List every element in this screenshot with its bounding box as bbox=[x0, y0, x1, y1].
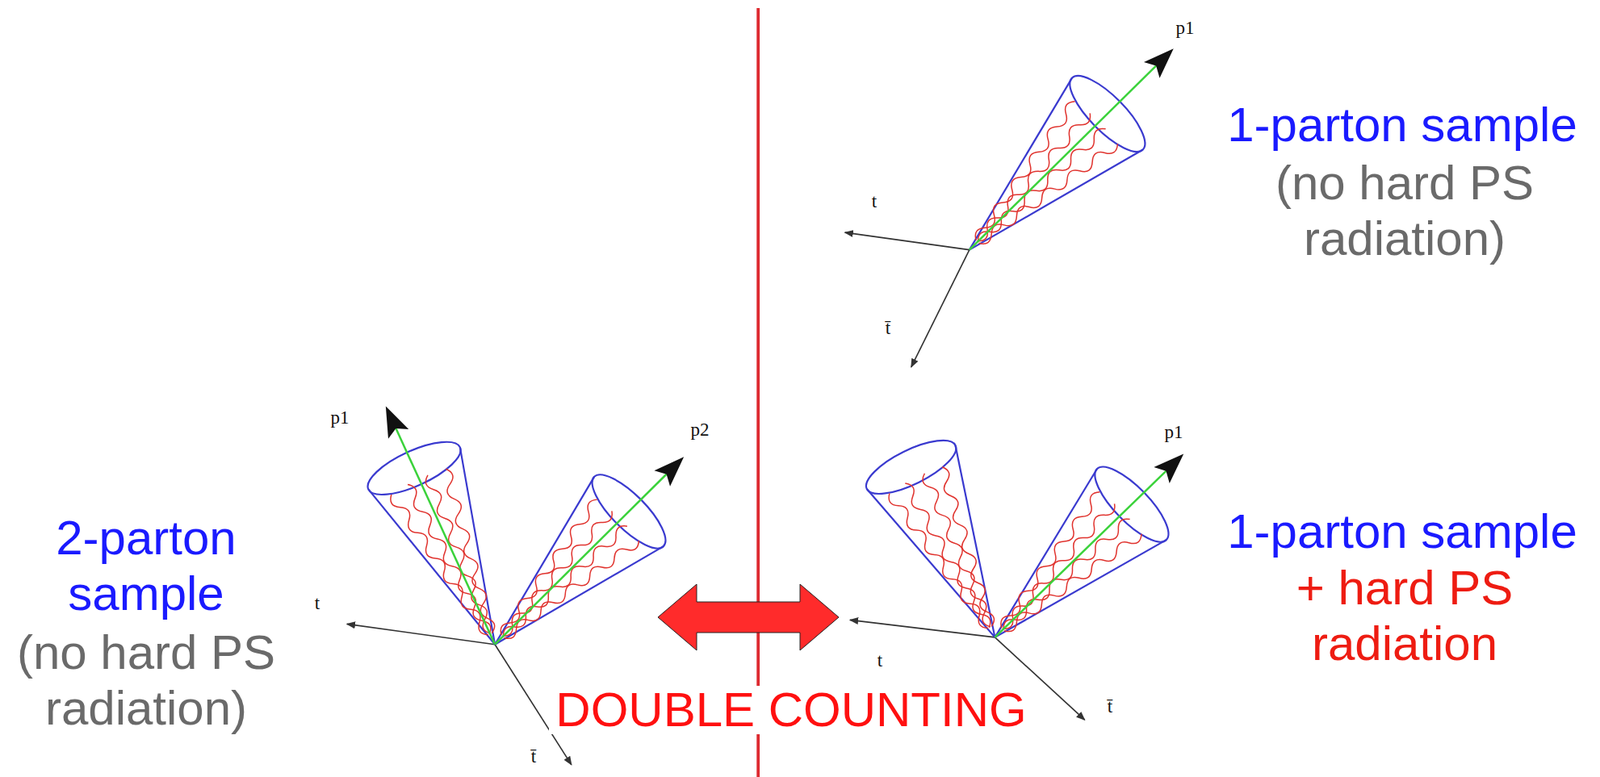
cone-shape bbox=[960, 456, 1179, 674]
sample-title: 1-parton sample bbox=[1192, 503, 1600, 560]
axis-label: t bbox=[871, 191, 877, 212]
axis-label: p1 bbox=[1164, 422, 1184, 443]
parton-arrowhead bbox=[653, 448, 692, 486]
axis-label: t bbox=[877, 650, 883, 671]
parton-arrowhead bbox=[375, 402, 409, 440]
sample-note: (no hard PS radiation) bbox=[0, 624, 292, 737]
axis-label: p2 bbox=[691, 419, 710, 440]
edge-label: DOUBLE COUNTING bbox=[548, 686, 1033, 735]
jet-cone bbox=[460, 422, 719, 680]
parton-arrowhead bbox=[1153, 446, 1192, 484]
antitop-arrow bbox=[911, 250, 970, 368]
event-sketch bbox=[850, 418, 1219, 721]
parton-line bbox=[969, 65, 1157, 251]
parton-line bbox=[994, 470, 1167, 638]
top-quark-arrow bbox=[850, 619, 995, 637]
event-sketch bbox=[845, 12, 1210, 368]
sample-title: 1-parton sample bbox=[1192, 96, 1600, 153]
divider-line bbox=[756, 8, 760, 777]
top-quark-arrow bbox=[845, 232, 970, 250]
axis-label: t̄ bbox=[1107, 696, 1113, 717]
sample-note: (no hard PS radiation) bbox=[1251, 154, 1559, 267]
double-arrow bbox=[657, 584, 839, 651]
jet-cone bbox=[960, 418, 1219, 673]
parton-arrowhead bbox=[1143, 40, 1182, 78]
jet-cone bbox=[934, 12, 1210, 286]
axis-label: p1 bbox=[330, 407, 350, 428]
top-quark-arrow bbox=[347, 624, 495, 645]
sample-group: 1-parton sample(no hard PS radiation) bbox=[838, 9, 1600, 373]
parton-line bbox=[494, 473, 667, 646]
axis-label: t bbox=[314, 593, 320, 614]
cone-shape bbox=[460, 464, 676, 680]
sample-title: 2-parton sample bbox=[25, 510, 268, 622]
axis-label: t̄ bbox=[885, 318, 891, 339]
axis-label: p1 bbox=[1176, 17, 1195, 38]
parton-line bbox=[395, 427, 495, 646]
axis-label: t̄ bbox=[531, 746, 537, 767]
sample-note: + hard PS radiation bbox=[1251, 560, 1559, 672]
